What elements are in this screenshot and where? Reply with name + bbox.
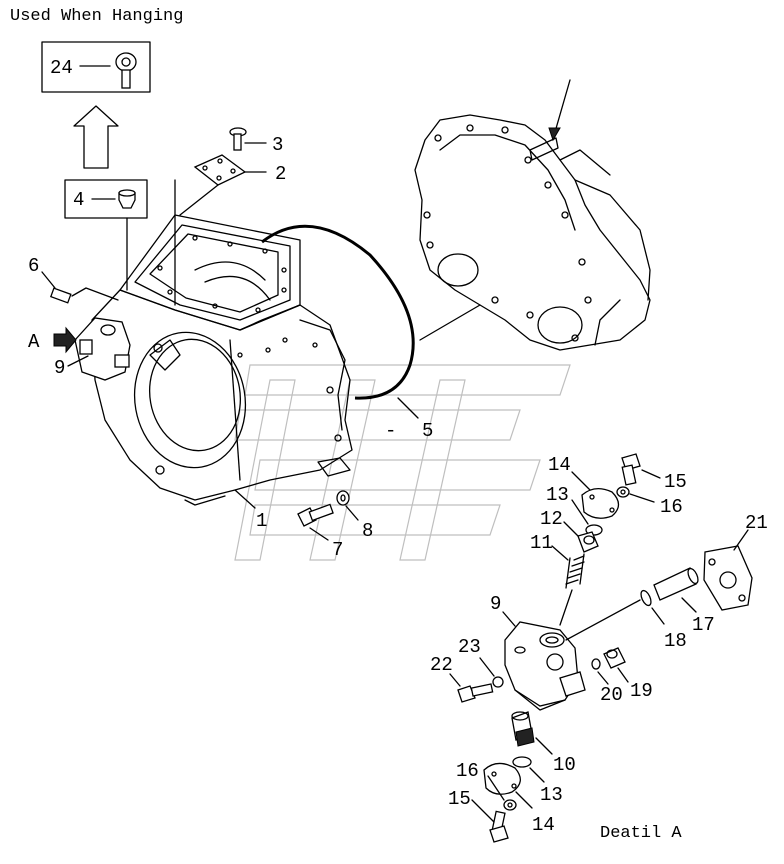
callout-4: 4 xyxy=(73,189,84,211)
callout-13-top: 13 xyxy=(546,484,569,506)
callout-2: 2 xyxy=(275,163,286,185)
callout-23: 23 xyxy=(458,636,481,658)
part-15-bolt-bottom: 15 xyxy=(448,788,509,843)
callout-16-bottom: 16 xyxy=(456,760,479,782)
callout-9-upper: 9 xyxy=(54,357,65,379)
callout-18: 18 xyxy=(664,630,687,652)
part-8-washer: 8 xyxy=(336,490,373,542)
callout-14-top: 14 xyxy=(548,454,571,476)
part-14-cover-top: 14 xyxy=(548,454,620,519)
callout-10: 10 xyxy=(553,754,576,776)
part-24-box: 24 xyxy=(41,41,151,93)
part-9-valve-detail: 9 xyxy=(490,593,641,711)
part-18-o-ring: 18 xyxy=(640,589,687,652)
part-16-washer-bottom: 16 xyxy=(456,760,517,811)
watermark-logo xyxy=(234,364,571,561)
callout-6: 6 xyxy=(28,255,39,277)
callout-11: 11 xyxy=(530,532,553,554)
part-16-washer-top: 16 xyxy=(616,486,683,518)
callout-13-bottom: 13 xyxy=(540,784,563,806)
part-1-housing xyxy=(91,214,353,506)
part-3-screw: 3 xyxy=(229,127,283,156)
callout-21: 21 xyxy=(745,512,768,534)
part-13-ring-top: 13 xyxy=(546,484,603,536)
callout-24: 24 xyxy=(50,57,73,79)
callout-16-top: 16 xyxy=(660,496,683,518)
caption-detail-a: Deatil A xyxy=(600,824,682,843)
part-11-spring: 11 xyxy=(530,532,585,626)
part-12-plug: 12 xyxy=(540,508,599,553)
detail-a-group: 15 16 14 13 12 11 xyxy=(430,453,768,843)
up-arrow-icon xyxy=(73,105,119,169)
dash-mark: - xyxy=(385,420,396,442)
callout-3: 3 xyxy=(272,134,283,156)
callout-9-detail: 9 xyxy=(490,593,501,615)
part-4-box: 4 xyxy=(64,179,148,291)
caption-used-when-hanging: Used When Hanging xyxy=(10,7,183,26)
callout-1: 1 xyxy=(256,510,267,532)
callout-15-top: 15 xyxy=(664,471,687,493)
part-15-bolt-top: 15 xyxy=(621,453,687,493)
part-21-plate: 21 xyxy=(703,512,768,611)
flywheel-housing-cover xyxy=(414,79,651,351)
part-7-bolt: 7 xyxy=(297,503,343,561)
callout-7: 7 xyxy=(332,539,343,561)
part-19-plug: 19 xyxy=(603,647,653,702)
part-2-cover-plate: 2 xyxy=(174,154,286,306)
part-17-sleeve: 17 xyxy=(653,567,715,636)
flange-holes xyxy=(157,235,287,313)
callout-20: 20 xyxy=(600,684,623,706)
callout-8: 8 xyxy=(362,520,373,542)
callout-19: 19 xyxy=(630,680,653,702)
part-20-o-ring: 20 xyxy=(591,658,623,706)
part-22-bolt: 22 xyxy=(430,654,494,703)
arrow-a-icon xyxy=(53,326,77,354)
part-10-plug: 10 xyxy=(511,711,576,776)
part-6-pin: 6 xyxy=(28,255,119,304)
part-14-cover-bottom: 14 xyxy=(483,762,555,836)
part-5-o-ring: 5 - xyxy=(261,224,433,442)
part-9-valve-on-housing: A 9 xyxy=(28,317,131,381)
part-23-washer: 23 xyxy=(458,636,504,688)
callout-12: 12 xyxy=(540,508,563,530)
callout-22: 22 xyxy=(430,654,453,676)
callout-17: 17 xyxy=(692,614,715,636)
part-13-ring-bottom: 13 xyxy=(512,756,563,806)
callout-5: 5 xyxy=(422,420,433,442)
callout-14-bottom: 14 xyxy=(532,814,555,836)
view-marker-a: A xyxy=(28,331,40,353)
callout-15-bottom: 15 xyxy=(448,788,471,810)
